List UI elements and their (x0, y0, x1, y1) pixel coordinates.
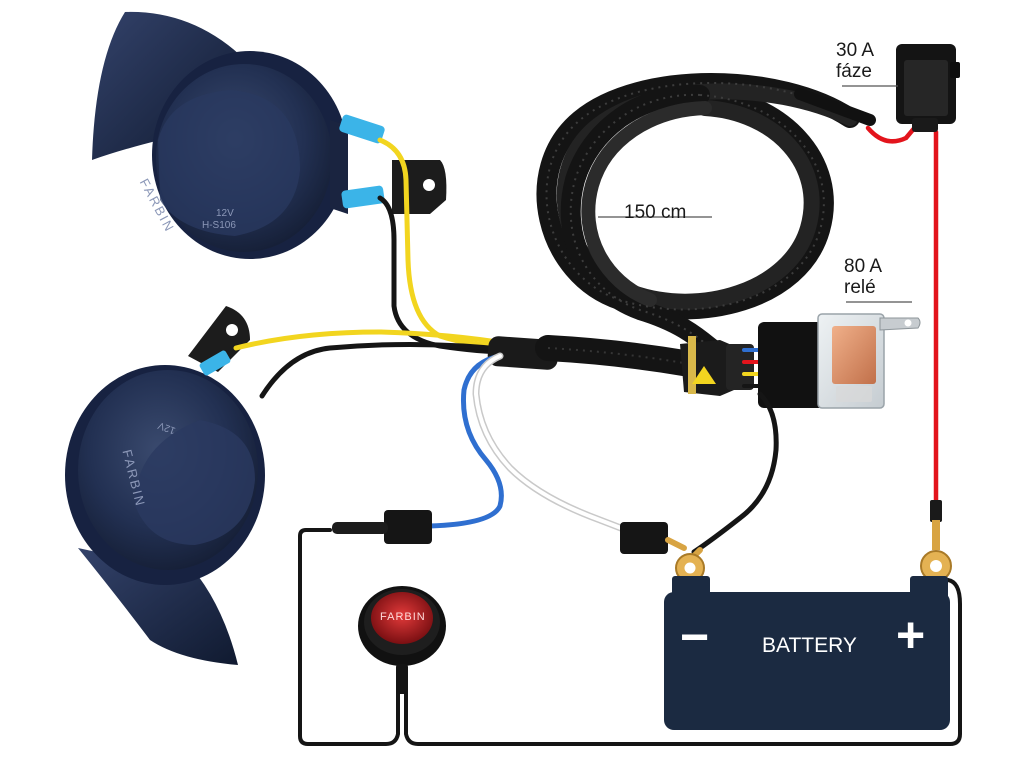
relay-rating-label: 80 A relé (844, 256, 882, 298)
red-power-wire (865, 123, 939, 509)
relay-rating-caption: relé (844, 277, 876, 298)
battery-label: BATTERY (762, 634, 857, 657)
upper-horn-voltage: 12V (216, 208, 234, 219)
relay (758, 313, 921, 409)
battery (664, 576, 950, 730)
lower-horn (65, 365, 265, 665)
button-ground-wire (298, 528, 962, 746)
battery-negative-symbol: − (680, 609, 710, 665)
battery-positive-symbol: + (896, 607, 926, 663)
fuse-lead (794, 88, 876, 126)
negative-ring-terminal (675, 547, 705, 583)
relay-rating-value: 80 A (844, 256, 883, 277)
upper-horn-code: H-S106 (202, 220, 236, 231)
upper-horn (92, 11, 348, 259)
horn-push-button (358, 586, 446, 694)
positive-ring-terminal (920, 520, 952, 582)
fuse-rating-caption: fáze (836, 61, 872, 82)
fuse-rating-value: 30 A (836, 40, 875, 61)
cable-length-label: 150 cm (624, 202, 687, 223)
upper-horn-bracket (392, 160, 447, 214)
coiled-cable-ribs (545, 82, 851, 356)
fuse-rating-label: 30 A fáze (836, 40, 874, 82)
horn-wires (233, 137, 513, 399)
relay-socket (680, 336, 754, 396)
coiled-cable (536, 73, 860, 365)
white-wire-connector (620, 522, 687, 554)
fuse-holder (896, 44, 960, 132)
upper-horn-connectors (339, 114, 385, 209)
lower-horn-bracket (188, 306, 250, 376)
signal-wires (427, 352, 779, 555)
button-brand-label: FARBIN (380, 611, 426, 623)
main-harness (487, 335, 703, 377)
red-wire-sleeve (930, 500, 942, 522)
blue-wire-connector (332, 510, 432, 544)
